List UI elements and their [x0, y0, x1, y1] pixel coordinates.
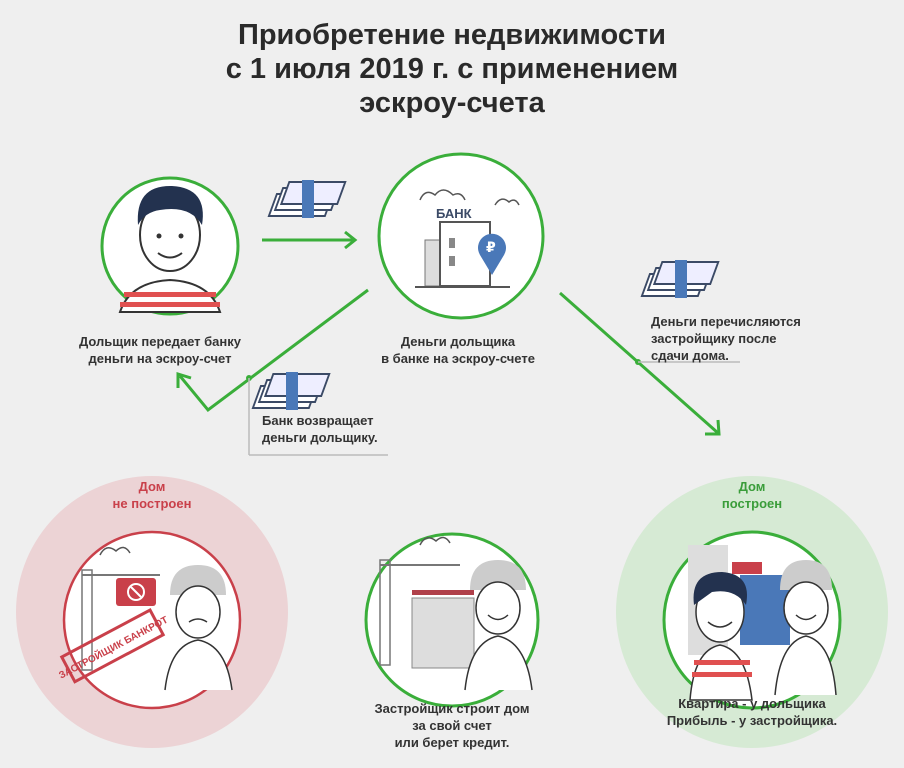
not-built-label: Дом не построен [52, 478, 252, 512]
svg-text:₽: ₽ [486, 240, 496, 256]
caption-line: или берет кредит. [394, 735, 510, 750]
refund-caption: Банк возвращает деньги дольщику. [262, 412, 378, 446]
caption-line: Застройщик строит дом [374, 701, 530, 716]
buyer-caption: Дольщик передает банку деньги на эскроу-… [40, 333, 280, 367]
bank-icon: ₽ [377, 152, 545, 320]
caption-line: деньги дольщику. [262, 430, 378, 445]
title-line-1: Приобретение недвижимости [238, 19, 666, 51]
caption-line: сдачи дома. [651, 348, 729, 363]
caption-line: Квартира - у дольщика [678, 696, 826, 711]
caption-line: Дольщик передает банку [79, 334, 241, 349]
not-built-illustration: ЗАСТРОЙЩИК БАНКРОТ [56, 530, 242, 710]
label-line: построен [721, 496, 783, 511]
money-icon [267, 179, 347, 219]
transfer-caption: Деньги перечисляются застройщику после с… [651, 313, 801, 364]
label-line: Дом [738, 479, 766, 494]
arrow-refund [176, 288, 369, 413]
title-line-3: эскроу-счета [359, 87, 545, 119]
arrow-buyer-to-bank [262, 230, 358, 250]
label-line: Дом [138, 479, 166, 494]
built-caption: Квартира - у дольщика Прибыль - у застро… [632, 695, 872, 729]
caption-line: застройщику после [651, 331, 777, 346]
caption-line: за свой счет [412, 718, 492, 733]
caption-line: Банк возвращает [262, 413, 374, 428]
building-caption: Застройщик строит дом за свой счет или б… [332, 700, 572, 751]
money-icon [640, 259, 720, 299]
caption-line: Деньги дольщика [400, 334, 516, 349]
bank-label: БАНК [436, 206, 472, 221]
page-title: Приобретение недвижимости с 1 июля 2019 … [0, 18, 904, 120]
caption-line: Деньги перечисляются [651, 314, 801, 329]
built-illustration [662, 530, 842, 710]
money-icon [251, 371, 331, 411]
caption-line: деньги на эскроу-счет [88, 351, 232, 366]
buyer-avatar [100, 176, 240, 316]
building-illustration [364, 532, 540, 708]
caption-line: в банке на эскроу-счете [381, 351, 535, 366]
title-line-2: с 1 июля 2019 г. с применением [225, 53, 679, 85]
built-label: Дом построен [652, 478, 852, 512]
bank-caption: Деньги дольщика в банке на эскроу-счете [338, 333, 578, 367]
label-line: не построен [112, 496, 192, 511]
caption-line: Прибыль - у застройщика. [666, 713, 838, 728]
